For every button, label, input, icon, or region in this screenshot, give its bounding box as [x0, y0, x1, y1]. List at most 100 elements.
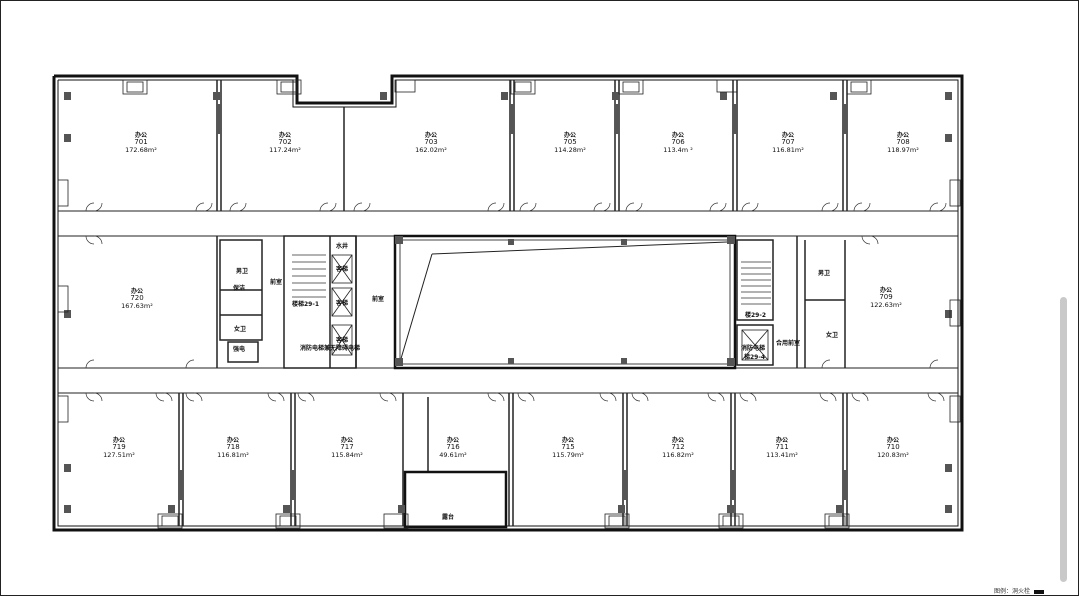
room-number: 705 — [563, 138, 577, 147]
structural-columns — [64, 92, 952, 513]
room-kind: 办公 — [340, 437, 353, 444]
womens-wc-label: 女卫 — [234, 326, 247, 333]
combined-front-label: 合用前室 — [776, 340, 801, 347]
room-kind: 办公 — [886, 437, 899, 444]
corridor-lines — [58, 210, 958, 394]
room-kind: 办公 — [130, 288, 143, 295]
hydrant-legend-icon — [1034, 589, 1045, 594]
room-kind: 办公 — [134, 132, 147, 139]
room-area: 115.79m² — [552, 450, 584, 459]
womens-wc-right-label: 女卫 — [826, 332, 839, 339]
elevator-1-label: 客梯 — [336, 266, 349, 273]
room-kind: 办公 — [775, 437, 788, 444]
room-number: 716 — [446, 443, 460, 452]
stair-right-label: 楼29-2 — [745, 312, 767, 319]
room-area: 113.41m² — [766, 450, 798, 459]
wall-stubs — [179, 104, 847, 500]
room-705: 办公 705 114.28m² — [540, 132, 600, 154]
room-709: 办公 709 122.63m² — [856, 287, 916, 309]
room-number: 702 — [278, 138, 292, 147]
terrace-label: 露台 — [442, 514, 455, 521]
room-kind: 办公 — [424, 132, 437, 139]
room-kind: 办公 — [446, 437, 459, 444]
room-area: 162.02m² — [415, 145, 447, 154]
stair-left — [292, 254, 326, 298]
room-number: 707 — [781, 138, 795, 147]
room-area: 120.83m² — [877, 450, 909, 459]
room-715: 办公 715 115.79m² — [538, 437, 598, 459]
room-712: 办公 712 116.82m² — [648, 437, 708, 459]
room-707: 办公 707 116.81m² — [758, 132, 818, 154]
water-well-label: 水井 — [336, 243, 349, 250]
room-area: 122.63m² — [870, 300, 902, 309]
room-720: 办公 720 167.63m² — [107, 288, 167, 310]
room-number: 709 — [879, 293, 893, 302]
room-number: 712 — [671, 443, 685, 452]
room-number: 715 — [561, 443, 575, 452]
room-kind: 办公 — [781, 132, 794, 139]
room-number: 708 — [896, 138, 910, 147]
mens-wc-right-label: 男卫 — [818, 270, 831, 277]
room-area: 114.28m² — [554, 145, 586, 154]
legend: 图例：洞火栓 — [994, 586, 1045, 595]
room-area: 113.4m ² — [663, 145, 693, 154]
elevator-2-label: 客梯 — [336, 300, 349, 307]
front-room-mid-label: 前室 — [372, 296, 385, 303]
exterior-wall — [52, 74, 964, 532]
elevator-3-label: 客梯 — [336, 337, 349, 344]
room-number: 706 — [671, 138, 685, 147]
mid-partitions — [216, 234, 846, 370]
room-708: 办公 708 118.97m² — [873, 132, 933, 154]
room-710: 办公 710 120.83m² — [863, 437, 923, 459]
top-partitions — [216, 80, 848, 211]
room-number: 718 — [226, 443, 240, 452]
room-area: 127.51m² — [103, 450, 135, 459]
room-kind: 办公 — [896, 132, 909, 139]
room-719: 办公 719 127.51m² — [89, 437, 149, 459]
room-area: 172.68m² — [125, 145, 157, 154]
room-number: 703 — [424, 138, 438, 147]
room-number: 719 — [112, 443, 126, 452]
room-area: 116.81m² — [772, 145, 804, 154]
room-703: 办公 703 162.02m² — [401, 132, 461, 154]
room-number: 701 — [134, 138, 148, 147]
front-room-left-label: 前室 — [270, 279, 283, 286]
room-area: 116.81m² — [217, 450, 249, 459]
room-area: 118.97m² — [887, 145, 919, 154]
stair-left-label: 楼梯29-1 — [292, 301, 320, 308]
room-706: 办公 706 113.4m ² — [648, 132, 708, 154]
room-716: 办公 716 49.61m² — [423, 437, 483, 459]
elevator-shafts — [331, 254, 769, 361]
terrace-box — [403, 470, 508, 529]
room-number: 717 — [340, 443, 354, 452]
bottom-partitions — [178, 393, 848, 526]
room-718: 办公 718 116.81m² — [203, 437, 263, 459]
room-area: 117.24m² — [269, 145, 301, 154]
mens-wc-label: 男卫 — [236, 268, 249, 275]
room-kind: 办公 — [671, 132, 684, 139]
room-kind: 办公 — [671, 437, 684, 444]
room-area: 167.63m² — [121, 301, 153, 310]
fire-elevator-label: 消防电梯兼无障碍电梯 — [300, 345, 361, 352]
room-number: 711 — [775, 443, 789, 452]
room-702: 办公 702 117.24m² — [255, 132, 315, 154]
room-701: 办公 701 172.68m² — [111, 132, 171, 154]
room-number: 720 — [130, 294, 144, 303]
room-kind: 办公 — [278, 132, 291, 139]
vertical-scrollbar[interactable] — [1060, 297, 1067, 582]
room-area: 49.61m² — [439, 450, 467, 459]
weak-elec-label: 强电 — [233, 346, 246, 353]
room-kind: 办公 — [563, 132, 576, 139]
room-717: 办公 717 115.84m² — [317, 437, 377, 459]
room-area: 116.82m² — [662, 450, 694, 459]
room-number: 710 — [886, 443, 900, 452]
room-area: 115.84m² — [331, 450, 363, 459]
room-kind: 办公 — [226, 437, 239, 444]
room-711: 办公 711 113.41m² — [752, 437, 812, 459]
janitor-label: 保洁 — [233, 285, 246, 292]
stair-right-bottom-label: 梯29-4 — [744, 354, 766, 361]
room-kind: 办公 — [879, 287, 892, 294]
fire-lift-right-label: 消防电梯 — [741, 345, 766, 352]
